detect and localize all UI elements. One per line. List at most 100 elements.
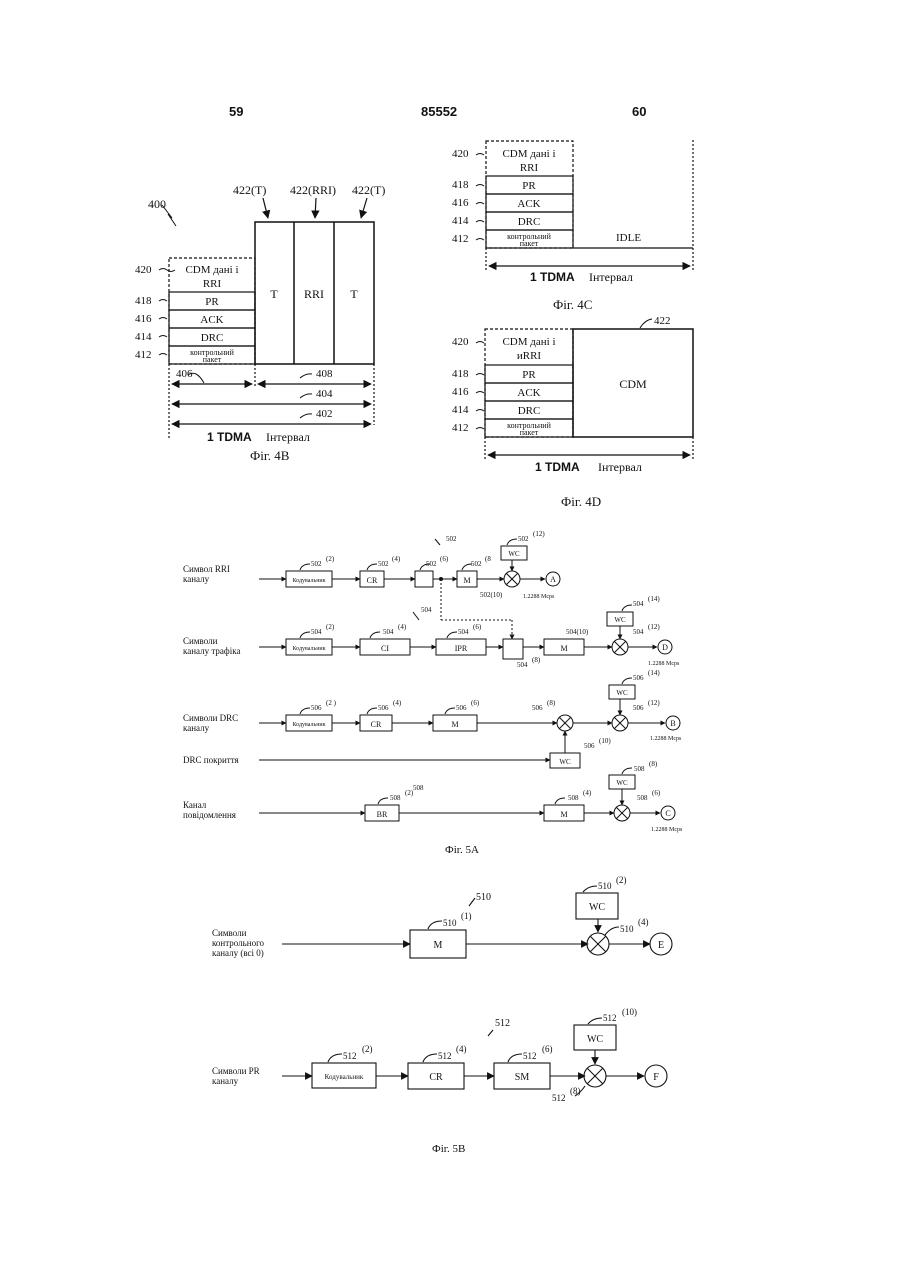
- fig4d-pilot-label-2: пакет: [520, 428, 539, 437]
- fig5b-ref-512: 512: [495, 1018, 510, 1029]
- fig5a-wc-506-top: WC: [616, 689, 628, 697]
- fig4b-ref-400: 400: [148, 197, 166, 211]
- fig5a-ref-502-4: 502: [378, 560, 389, 568]
- fig5a-ref-506-8: 506: [532, 704, 543, 712]
- fig5a-ref-504-4: 504: [383, 628, 394, 636]
- fig5a-message-input-1: Канал: [183, 800, 207, 810]
- fig4b-rri-label: RRI: [304, 287, 324, 301]
- fig5a-ref-506-12-sup: (12): [648, 699, 660, 707]
- fig5a-ref-504-2: 504: [311, 628, 322, 636]
- fig5b-caption: Фіг. 5B: [432, 1143, 465, 1155]
- fig5a-rate-d: 1.2288 Mcps: [648, 661, 680, 667]
- fig5a-ref-502-6: 502: [426, 560, 437, 568]
- fig5a-ref-508-6: 508: [637, 794, 648, 802]
- fig5a-ref-504-6: 504: [458, 628, 469, 636]
- fig4d-ref-414: 414: [452, 404, 469, 416]
- fig5b-pr-input-1: Символи PR: [212, 1066, 260, 1076]
- fig4d-drc-label: DRC: [518, 405, 541, 417]
- fig5b-ref-510-1: 510: [443, 918, 457, 928]
- fig5a-ref-502-8-sup: (8: [485, 555, 491, 563]
- fig5b-ref-512-2: 512: [343, 1051, 357, 1061]
- fig5a-drc-cover-input: DRC покриття: [183, 755, 239, 765]
- fig5a-ref-508-8: 508: [634, 765, 645, 773]
- fig5a-encoder-504: Кодувальник: [292, 646, 325, 652]
- fig5a-ref-506-4: 506: [378, 704, 389, 712]
- fig5a-ref-502-12: 502: [518, 535, 529, 543]
- fig5a-output-d: D: [662, 643, 668, 652]
- fig5a-ref-508-6-sup: (6): [652, 789, 661, 797]
- fig5b-encoder-512: Кодувальник: [325, 1073, 364, 1081]
- fig4d-ref-418: 418: [452, 368, 469, 380]
- fig4b-cdm-label-2: RRI: [203, 278, 222, 290]
- fig4b-ref-414: 414: [135, 331, 152, 343]
- fig4c-ref-414: 414: [452, 215, 469, 227]
- fig5b-pilot-input-1: Символи: [212, 928, 247, 938]
- fig4d-ref-422: 422: [654, 315, 671, 327]
- fig5b-ref-512-6-sup: (6): [542, 1044, 553, 1054]
- fig4c-ref-416: 416: [452, 197, 469, 209]
- fig5b-ref-512-8: 512: [552, 1093, 566, 1103]
- fig4b-ref-422t-right: 422(T): [352, 183, 385, 197]
- fig-4b: [159, 198, 374, 440]
- fig5a-ref-504-14-sup: (14): [648, 595, 660, 603]
- fig5a-ref-506-12: 506: [633, 704, 644, 712]
- fig5a-ref-502-12-sup: (12): [533, 530, 545, 538]
- fig4c-cdm-label-1: CDM дані і: [502, 148, 555, 160]
- fig5b-pilot-input-2: контрольного: [212, 938, 265, 948]
- fig5b-ref-512-8-sup: (8): [570, 1086, 581, 1096]
- fig4b-ack-label: ACK: [200, 314, 223, 326]
- fig5b-ref-512-10-sup: (10): [622, 1007, 637, 1017]
- fig4b-ref-418: 418: [135, 295, 152, 307]
- fig4b-ref-420: 420: [135, 264, 152, 276]
- fig5a-wc-506-cover: WC: [559, 758, 571, 766]
- fig5a-m-508: M: [560, 810, 567, 819]
- fig4d-tdma-bold: 1 TDMA: [535, 460, 580, 474]
- fig5a-ref-508-2-sup: (2): [405, 789, 414, 797]
- fig5a-ref-504: 504: [421, 606, 432, 614]
- fig5a-m-504: M: [560, 644, 567, 653]
- fig5a-ref-504-6-sup: (6): [473, 623, 482, 631]
- fig5a-message-input-2: повідомлення: [183, 810, 236, 820]
- fig5a-ref-508-4-sup: (4): [583, 789, 592, 797]
- fig5a-traffic-input-1: Символи: [183, 636, 218, 646]
- fig5a-caption: Фіг. 5A: [445, 844, 479, 856]
- fig5a-output-c: C: [665, 809, 670, 818]
- fig5a-ref-502: 502: [446, 535, 457, 543]
- fig5a-rate-a: 1.2288 Mcps: [523, 594, 555, 600]
- fig5a-drc-input-1: Символи DRC: [183, 713, 238, 723]
- fig4b-ref-422rri: 422(RRI): [290, 183, 336, 197]
- fig5a-ref-506-10-sup: (10): [599, 737, 611, 745]
- fig5a-m-506: M: [451, 720, 458, 729]
- fig4b-ref-422t-left: 422(T): [233, 183, 266, 197]
- fig5a-ref-502-6-sup: (6): [440, 555, 449, 563]
- fig5b-pilot-input-3: каналу (всі 0): [212, 948, 264, 958]
- fig4d-cdm-block-label: CDM: [619, 377, 647, 391]
- fig5a-ci-504: CI: [381, 644, 389, 653]
- fig5b-pr-input-2: каналу: [212, 1076, 239, 1086]
- fig5b-wc-512: WC: [587, 1034, 603, 1045]
- fig4c-ref-420: 420: [452, 148, 469, 160]
- fig5a-ref-506-14: 506: [633, 674, 644, 682]
- fig4d-tdma-rest: Інтервал: [598, 460, 642, 474]
- fig4d-ref-416: 416: [452, 386, 469, 398]
- fig5a-encoder-506: Кодувальник: [292, 722, 325, 728]
- fig5b-output-e: E: [658, 940, 664, 951]
- fig5a-ref-504-8: 504: [517, 661, 528, 669]
- fig5b-cr-512: CR: [429, 1072, 443, 1083]
- fig4b-drc-label: DRC: [201, 332, 224, 344]
- fig4b-t2-label: T: [350, 287, 358, 301]
- fig5a-drc-input-2: каналу: [183, 723, 210, 733]
- fig5a-ref-502-4-sup: (4): [392, 555, 401, 563]
- fig5b-ref-512-6: 512: [523, 1051, 537, 1061]
- fig5a-rri-input-2: каналу: [183, 574, 210, 584]
- fig4b-tdma-bold: 1 TDMA: [207, 430, 252, 444]
- fig5a-ref-506-2: 506: [311, 704, 322, 712]
- fig5a-traffic-input-2: каналу трафіка: [183, 646, 240, 656]
- fig5a-m-502: M: [463, 576, 470, 585]
- fig5b-ref-510-2-sup: (2): [616, 875, 627, 885]
- fig4d-ref-420: 420: [452, 336, 469, 348]
- fig5a-ref-506-2-sup: (2 ): [326, 699, 337, 707]
- fig4b-tdma-rest: Інтервал: [266, 430, 310, 444]
- fig5b-ref-512-2-sup: (2): [362, 1044, 373, 1054]
